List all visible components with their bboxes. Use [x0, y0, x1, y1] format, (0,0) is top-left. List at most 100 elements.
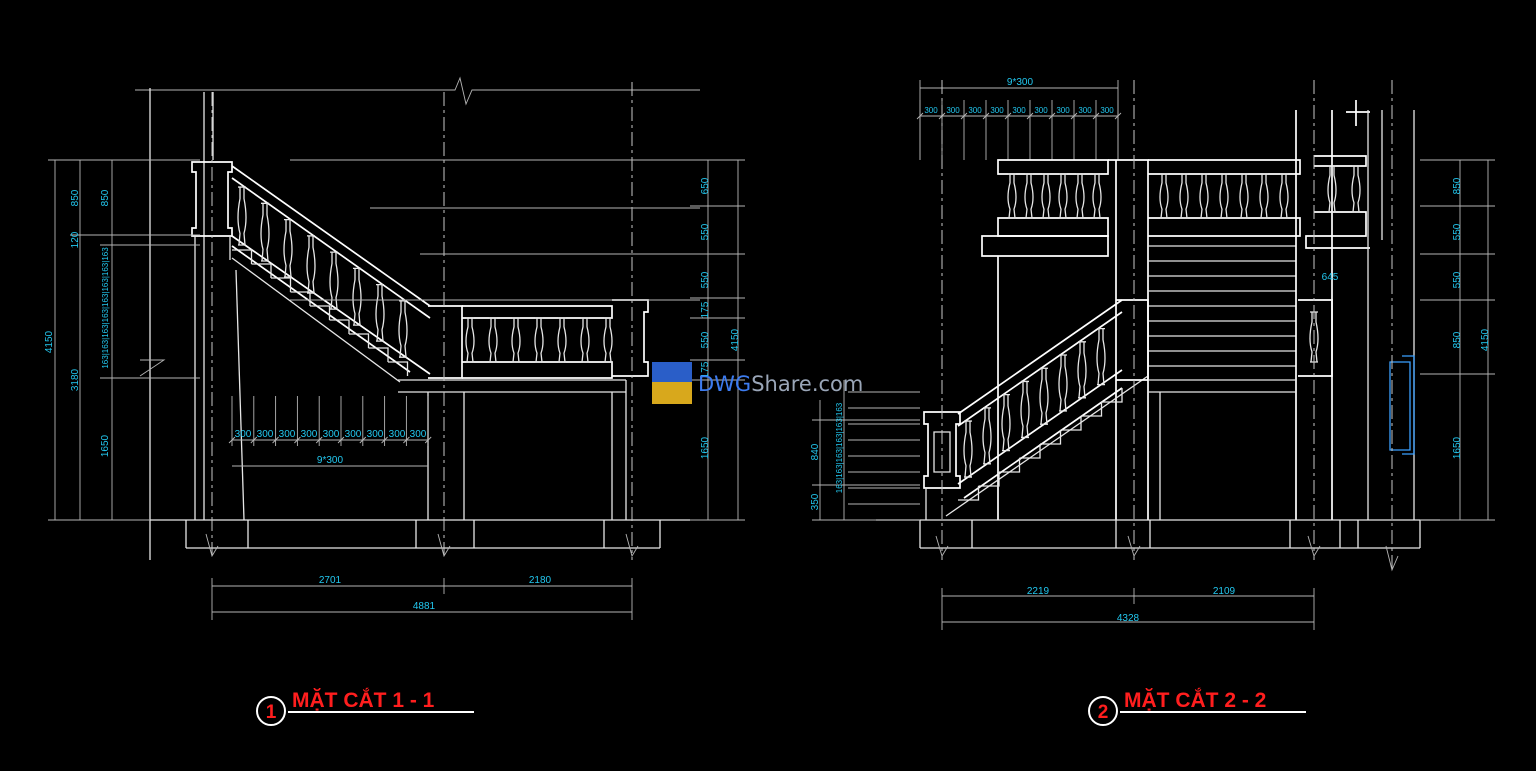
section-2-number-circle — [1088, 696, 1118, 726]
baluster — [1020, 380, 1030, 439]
baluster — [580, 317, 590, 363]
baluster — [1039, 367, 1049, 425]
s2-dim-bottom-right: 2109 — [1213, 586, 1236, 597]
section-1-title-block: 1 MẶT CẮT 1 - 1 — [256, 688, 474, 726]
tread-tick — [403, 396, 410, 446]
baluster — [375, 283, 385, 342]
section-1-number-circle — [256, 696, 286, 726]
baluster — [488, 317, 498, 363]
baluster — [1001, 393, 1011, 452]
tread-tick — [294, 396, 301, 446]
s2-dim-right-stack-1: 850 — [1452, 177, 1463, 194]
s2-dim-right-stack-5: 1650 — [1452, 436, 1463, 459]
s1-treads-total: 9*300 — [317, 455, 344, 466]
baluster — [1179, 173, 1189, 219]
baluster — [1007, 173, 1017, 219]
s1-tread-9: 300 — [410, 429, 427, 440]
baluster — [1327, 165, 1337, 213]
baluster — [982, 407, 992, 465]
tread-tick — [1048, 100, 1056, 160]
s2-dim-left-b: 350 — [810, 493, 821, 510]
s2-dim-right-stack-3: 550 — [1452, 271, 1463, 288]
baluster — [329, 251, 339, 310]
tread-tick — [960, 100, 968, 160]
baluster — [398, 300, 408, 358]
section-2-title: MẶT CẮT 2 - 2 — [1124, 688, 1266, 712]
section-1-title: MẶT CẮT 1 - 1 — [292, 688, 435, 712]
baluster — [1239, 173, 1249, 219]
section-2-drawing — [812, 80, 1495, 630]
s2-top-tread-3: 300 — [968, 106, 982, 115]
s1-dim-total-height: 4150 — [44, 330, 55, 353]
s1-dim-right-stack-4: 175 — [700, 301, 711, 318]
baluster — [260, 202, 270, 262]
s1-dim-bottom-total: 4881 — [413, 601, 436, 612]
s1-tread-7: 300 — [367, 429, 384, 440]
s1-dim-right-bottom: 1650 — [700, 436, 711, 459]
s1-tread-4: 300 — [301, 429, 318, 440]
s2-dim-right-stack-2: 550 — [1452, 223, 1463, 240]
s2-dim-step-risers: 163|163|163|163|163|163 — [835, 402, 844, 493]
baluster — [283, 218, 293, 278]
s1-dim-right-a: 850 — [100, 189, 111, 206]
baluster — [1058, 173, 1068, 219]
baluster — [511, 317, 521, 363]
baluster — [352, 267, 362, 326]
s1-dim-right-stack-3: 550 — [700, 271, 711, 288]
tread-tick — [1026, 100, 1034, 160]
tread-tick — [272, 396, 279, 446]
tread-tick — [424, 396, 432, 446]
baluster — [1279, 173, 1289, 219]
baluster — [1199, 173, 1209, 219]
s2-top-tread-8: 300 — [1078, 106, 1092, 115]
watermark-text: DWGShare.com — [698, 372, 863, 396]
section-1-dimensions: 4150 850 120 3180 850 163|163|163|163|16… — [44, 177, 741, 612]
s1-dim-left-lower: 3180 — [70, 368, 81, 391]
s2-top-tread-9: 300 — [1100, 106, 1114, 115]
section-2-number: 2 — [1098, 702, 1109, 723]
tread-tick — [916, 100, 924, 160]
tread-tick — [1004, 100, 1012, 160]
s2-top-total: 9*300 — [1007, 77, 1034, 88]
s1-tread-6: 300 — [345, 429, 362, 440]
section-2-dimensions: 9*300 300 300 300 300 300 300 300 300 30… — [810, 77, 1491, 624]
s1-dim-right-stack-5: 550 — [700, 331, 711, 348]
s1-tread-1: 300 — [235, 429, 252, 440]
baluster — [306, 235, 316, 294]
tread-tick — [1114, 100, 1122, 160]
baluster — [1219, 173, 1229, 219]
s1-dim-left-upper-a: 850 — [70, 189, 81, 206]
tread-tick — [1092, 100, 1100, 160]
baluster — [465, 317, 475, 363]
baluster — [1075, 173, 1085, 219]
baluster — [1092, 173, 1102, 219]
s2-dim-left-a: 840 — [810, 443, 821, 460]
s1-tread-2: 300 — [257, 429, 274, 440]
s2-top-tread-7: 300 — [1056, 106, 1070, 115]
s2-dim-right-total: 4150 — [1480, 328, 1491, 351]
tread-tick — [359, 396, 367, 446]
section-2-title-block: 2 MẶT CẮT 2 - 2 — [1088, 688, 1306, 726]
s1-tread-8: 300 — [389, 429, 406, 440]
baluster — [1077, 341, 1087, 399]
s2-top-tread-4: 300 — [990, 106, 1004, 115]
baluster — [1096, 327, 1106, 386]
tread-tick — [250, 396, 258, 446]
section-1-drawing — [48, 76, 745, 620]
s1-dim-right-total: 4150 — [730, 328, 741, 351]
watermark-logo-bottom — [652, 382, 692, 404]
s2-dim-bottom-left: 2219 — [1027, 586, 1050, 597]
s2-top-tread-1: 300 — [924, 106, 938, 115]
section-1-number: 1 — [266, 702, 277, 723]
baluster — [1259, 173, 1269, 219]
baluster — [1058, 354, 1068, 412]
baluster — [1159, 173, 1169, 219]
s2-dim-right-stack-4: 850 — [1452, 331, 1463, 348]
watermark: DWGShare.com — [652, 362, 863, 404]
tread-tick — [982, 100, 990, 160]
s2-top-tread-5: 300 — [1012, 106, 1026, 115]
tread-tick — [1070, 100, 1078, 160]
watermark-logo-top — [652, 362, 692, 382]
tread-tick — [315, 396, 323, 446]
